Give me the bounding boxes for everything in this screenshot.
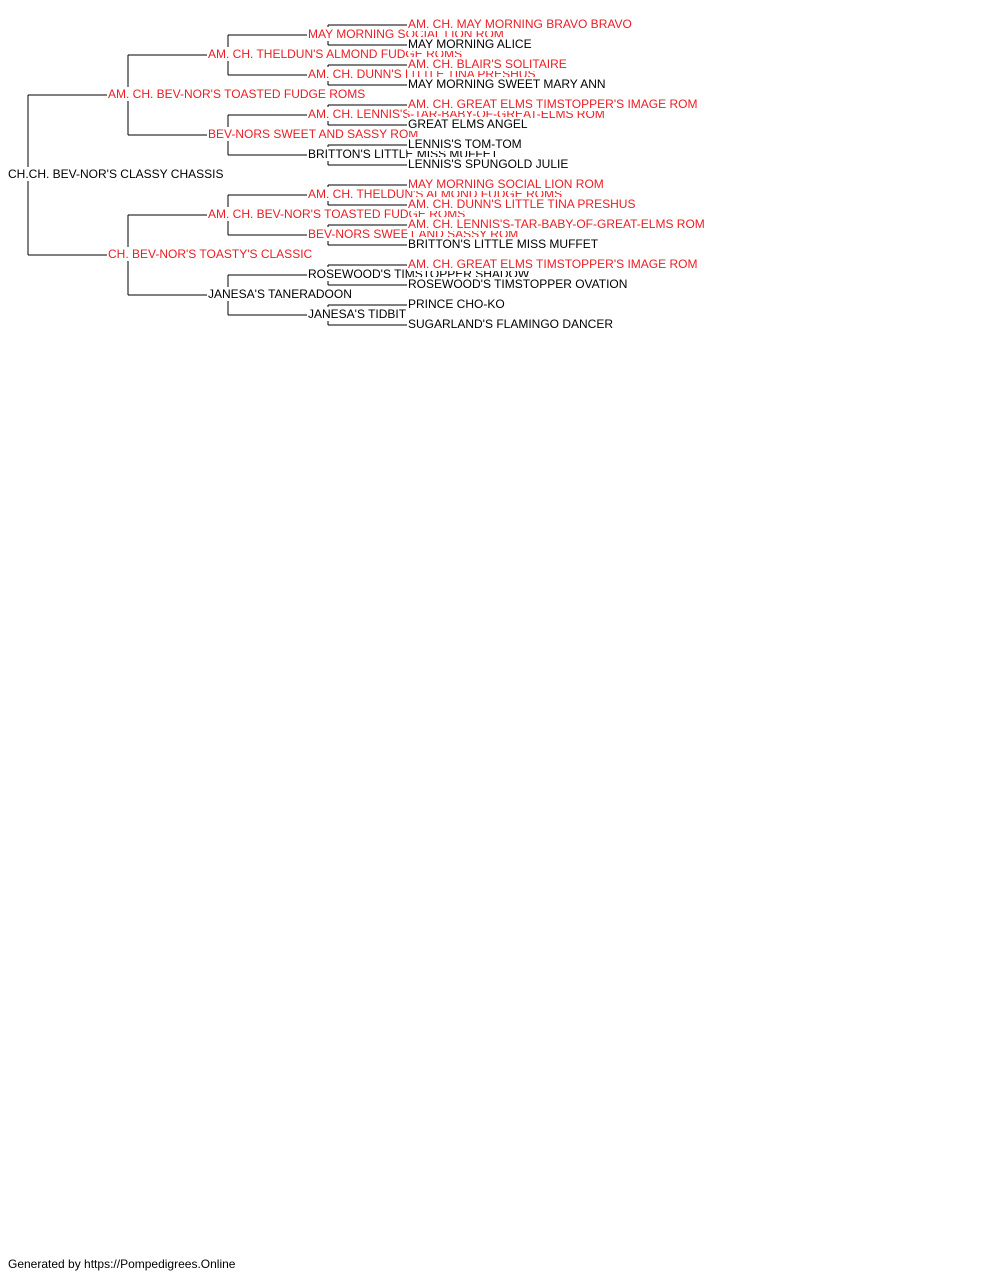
dog-root-dam-dam-sire-sire: AM. CH. GREAT ELMS TIMSTOPPER'S IMAGE RO… — [407, 257, 699, 271]
dog-root-dam-dam-dam-sire: PRINCE CHO-KO — [407, 297, 506, 311]
dog-root-dam-sire-dam-dam: BRITTON'S LITTLE MISS MUFFET — [407, 237, 600, 251]
dog-root-sire-dam-dam-sire: LENNIS'S TOM-TOM — [407, 137, 523, 151]
generated-by-footer: Generated by https://Pompedigrees.Online — [8, 1257, 236, 1271]
dog-root-sire-sire-dam-sire: AM. CH. BLAIR'S SOLITAIRE — [407, 57, 568, 71]
dog-root-sire: AM. CH. BEV-NOR'S TOASTED FUDGE ROMS — [107, 87, 367, 101]
dog-root-sire-dam: BEV-NORS SWEET AND SASSY ROM — [207, 127, 420, 141]
dog-root-dam-dam: JANESA'S TANERADOON — [207, 287, 353, 301]
dog-root-dam-sire: AM. CH. BEV-NOR'S TOASTED FUDGE ROMS — [207, 207, 467, 221]
dog-root-dam-sire-dam-sire: AM. CH. LENNIS'S-TAR-BABY-OF-GREAT-ELMS … — [407, 217, 706, 231]
dog-root-sire-sire-sire-sire: AM. CH. MAY MORNING BRAVO BRAVO — [407, 17, 633, 31]
dog-root-sire-sire-dam-dam: MAY MORNING SWEET MARY ANN — [407, 77, 607, 91]
dog-root-sire-dam-sire-dam: GREAT ELMS ANGEL — [407, 117, 529, 131]
dog-root-dam-dam-dam-dam: SUGARLAND'S FLAMINGO DANCER — [407, 317, 614, 331]
dog-root-dam: CH. BEV-NOR'S TOASTY'S CLASSIC — [107, 247, 314, 261]
dog-root: CH.CH. BEV-NOR'S CLASSY CHASSIS — [7, 167, 225, 181]
dog-root-dam-sire-sire-sire: MAY MORNING SOCIAL LION ROM — [407, 177, 605, 191]
dog-root-dam-sire-sire-dam: AM. CH. DUNN'S LITTLE TINA PRESHUS — [407, 197, 637, 211]
dog-root-dam-dam-sire-dam: ROSEWOOD'S TIMSTOPPER OVATION — [407, 277, 629, 291]
dog-root-sire-dam-sire-sire: AM. CH. GREAT ELMS TIMSTOPPER'S IMAGE RO… — [407, 97, 699, 111]
dog-root-dam-dam-dam: JANESA'S TIDBIT — [307, 307, 408, 321]
dog-root-sire-dam-dam-dam: LENNIS'S SPUNGOLD JULIE — [407, 157, 570, 171]
dog-root-sire-sire-sire-dam: MAY MORNING ALICE — [407, 37, 533, 51]
dog-root-sire-sire: AM. CH. THELDUN'S ALMOND FUDGE ROMS — [207, 47, 464, 61]
